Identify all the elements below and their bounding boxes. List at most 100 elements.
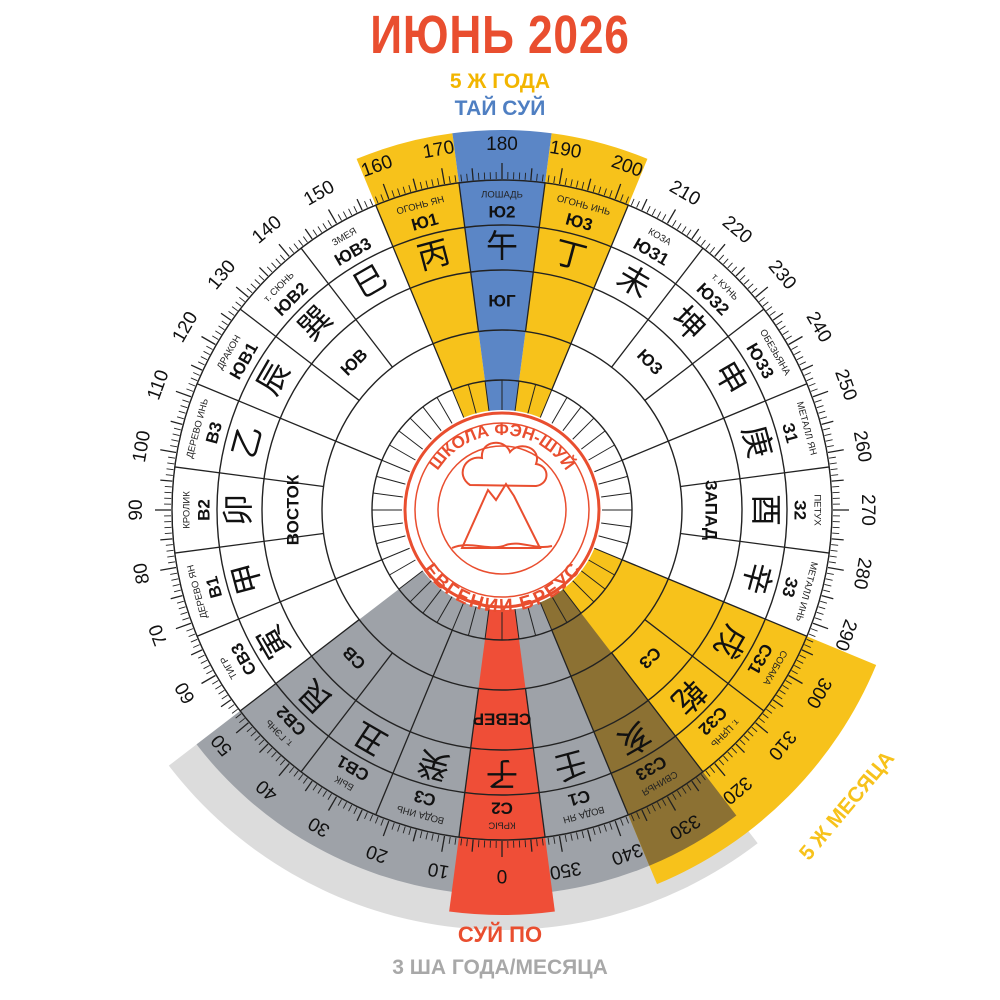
direction-divider	[432, 629, 453, 677]
degree-tick	[201, 335, 216, 346]
degree-label: 10	[426, 858, 450, 882]
degree-tick	[397, 824, 401, 832]
degree-tick	[412, 829, 417, 842]
degree-tick	[374, 196, 379, 204]
degree-tick	[823, 589, 831, 593]
degree-tick	[686, 784, 692, 791]
inner-spoke	[389, 444, 416, 461]
inner-spoke	[581, 570, 606, 590]
degree-tick	[828, 561, 836, 564]
degree-tick	[391, 822, 395, 830]
overlap-sector	[502, 510, 737, 866]
degree-tick	[190, 377, 198, 382]
degree-tick	[677, 790, 682, 797]
degree-tick	[714, 243, 726, 257]
inner-spoke	[539, 389, 553, 418]
degree-tick	[824, 433, 832, 436]
degree-tick	[772, 312, 784, 321]
degree-label: 270	[857, 494, 878, 526]
degree-tick	[553, 836, 556, 844]
degree-tick	[235, 713, 242, 719]
degree-tick	[431, 833, 434, 841]
degree-tick	[794, 350, 801, 356]
degree-tick	[751, 287, 758, 294]
inner-spoke	[373, 522, 403, 528]
degree-tick	[167, 555, 175, 558]
mountain-glyph: 乙	[224, 421, 269, 462]
degree-tick	[831, 538, 844, 541]
degree-tick	[466, 839, 468, 847]
degree-tick	[425, 832, 428, 840]
degree-tick	[820, 416, 828, 420]
degree-tick	[173, 427, 181, 431]
degree-tick	[259, 743, 269, 753]
degree-tick	[808, 382, 816, 387]
inner-spoke	[381, 459, 410, 473]
degree-label: 280	[849, 556, 875, 591]
degree-tick	[448, 176, 451, 184]
degree-tick	[530, 839, 533, 852]
degree-tick	[166, 549, 174, 552]
degree-tick	[614, 820, 622, 837]
degree-tick	[808, 633, 816, 638]
degree-tick	[821, 595, 834, 600]
degree-tick	[293, 770, 299, 777]
mountain-divider	[680, 532, 830, 554]
degree-tick	[530, 168, 533, 181]
inner-spoke	[562, 589, 582, 614]
degree-tick	[188, 382, 196, 387]
degree-tick	[212, 335, 219, 340]
degree-tick	[353, 807, 358, 814]
degree-tick	[662, 214, 667, 221]
degree-tick	[731, 747, 738, 754]
degree-tick	[641, 198, 648, 211]
degree-tick	[662, 799, 667, 806]
degree-tick	[258, 739, 265, 746]
degree-tick	[541, 838, 544, 846]
degree-tick	[820, 600, 828, 604]
degree-tick	[293, 243, 299, 250]
degree-tick	[182, 617, 190, 621]
degree-tick	[348, 804, 353, 812]
degree-tick	[254, 735, 261, 741]
degree-tick	[342, 802, 348, 809]
degree-tick	[218, 325, 225, 331]
degree-tick	[821, 420, 834, 425]
degree-tick	[609, 190, 613, 198]
inner-spoke	[436, 596, 453, 623]
inner-spoke	[572, 417, 595, 440]
degree-tick	[779, 689, 786, 695]
ring-4	[321, 329, 683, 691]
degree-tick	[460, 838, 463, 846]
degree-tick	[825, 439, 833, 442]
degree-tick	[471, 839, 474, 852]
degree-tick	[723, 755, 729, 762]
mountain-desc: ПЕТУХ	[811, 494, 822, 526]
mountain-divider	[458, 688, 480, 838]
degree-tick	[408, 828, 412, 836]
degree-tick	[259, 267, 269, 277]
degree-tick	[175, 390, 192, 398]
mountain-divider	[570, 676, 629, 816]
degree-tick	[636, 201, 640, 208]
degree-tick	[200, 356, 208, 361]
degree-tick	[735, 267, 745, 277]
direction-label: ЮВ	[337, 345, 372, 380]
degree-tick	[681, 226, 687, 233]
degree-tick	[816, 611, 824, 615]
inner-spoke	[594, 547, 623, 561]
mountain-glyph: 辛	[735, 558, 780, 599]
mountain-code: В2	[194, 499, 213, 521]
degree-tick	[755, 722, 769, 734]
degree-tick	[298, 239, 304, 246]
degree-tick	[614, 183, 622, 200]
degree-tick	[190, 364, 203, 371]
degree-tick	[751, 726, 758, 733]
degree-tick	[382, 820, 390, 837]
degree-tick	[246, 726, 253, 733]
direction-divider	[335, 559, 383, 580]
mountain-code: Ю2	[489, 202, 516, 221]
inner-spoke	[389, 559, 416, 576]
sui-po-label: СУЙ ПО	[457, 922, 543, 947]
